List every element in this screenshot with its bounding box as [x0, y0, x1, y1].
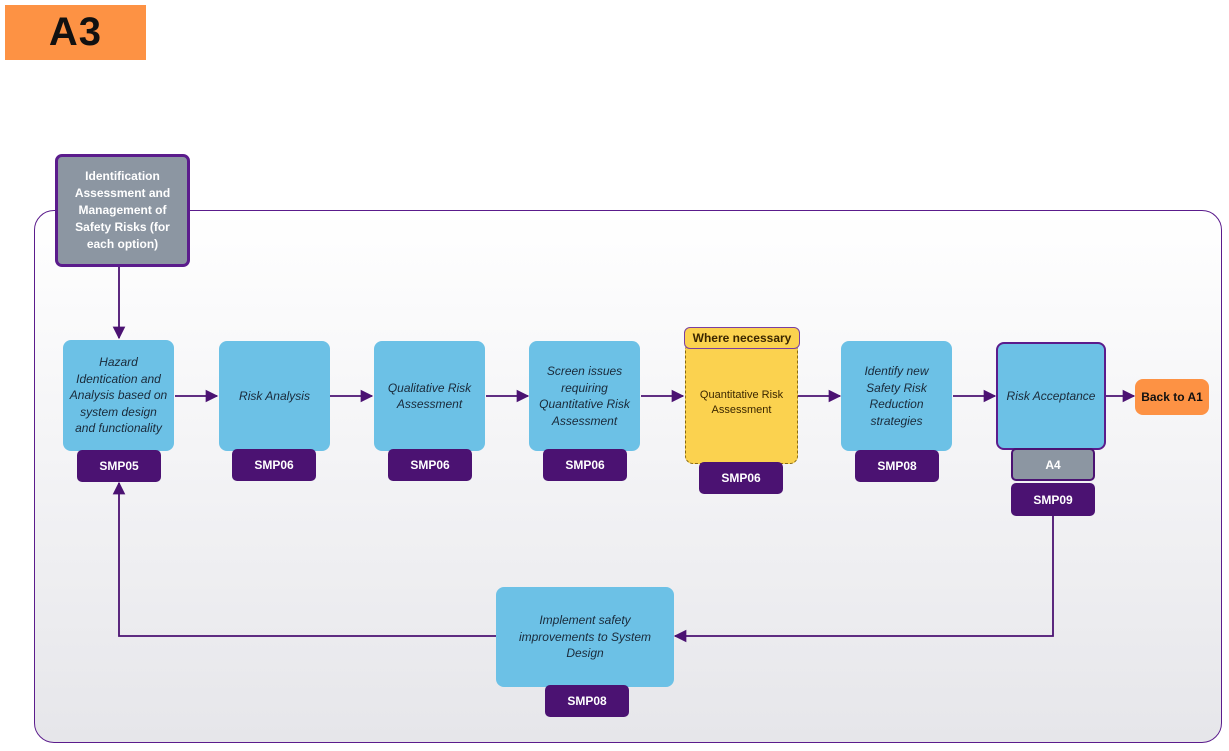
ref-badge-smp09: SMP09 — [1011, 483, 1095, 516]
ref-badge-improve: SMP08 — [545, 685, 629, 717]
page-tag: A3 — [5, 5, 146, 60]
arrow-improve-to-hazard — [112, 481, 496, 637]
ref-badge-step-2: SMP06 — [232, 449, 316, 481]
where-necessary-tag: Where necessary — [684, 327, 800, 349]
ref-badge-a4[interactable]: A4 — [1011, 448, 1095, 481]
ref-badge-step-1: SMP05 — [77, 450, 161, 482]
ref-badge-step-5: SMP06 — [699, 462, 783, 494]
step-qualitative-risk-assessment[interactable]: Qualitative Risk Assessment — [374, 341, 485, 451]
arrow-acceptance-to-improve — [673, 516, 1054, 643]
back-to-a1-button[interactable]: Back to A1 — [1135, 379, 1209, 415]
ref-badge-step-4: SMP06 — [543, 449, 627, 481]
ref-badge-step-6: SMP08 — [855, 450, 939, 482]
step-screen-issues[interactable]: Screen issues requiring Quantitative Ris… — [529, 341, 640, 451]
step-quantitative-risk-assessment[interactable]: Quantitative Risk Assessment — [685, 342, 798, 464]
step-identify-new-strategies[interactable]: Identify new Safety Risk Reduction strat… — [841, 341, 952, 451]
ref-badge-step-3: SMP06 — [388, 449, 472, 481]
step-risk-analysis[interactable]: Risk Analysis — [219, 341, 330, 451]
step-hazard-identification[interactable]: Hazard Identication and Analysis based o… — [63, 340, 174, 451]
start-box: Identification Assessment and Management… — [55, 154, 190, 267]
step-implement-improvements[interactable]: Implement safety improvements to System … — [496, 587, 674, 687]
step-risk-acceptance[interactable]: Risk Acceptance — [996, 342, 1106, 450]
